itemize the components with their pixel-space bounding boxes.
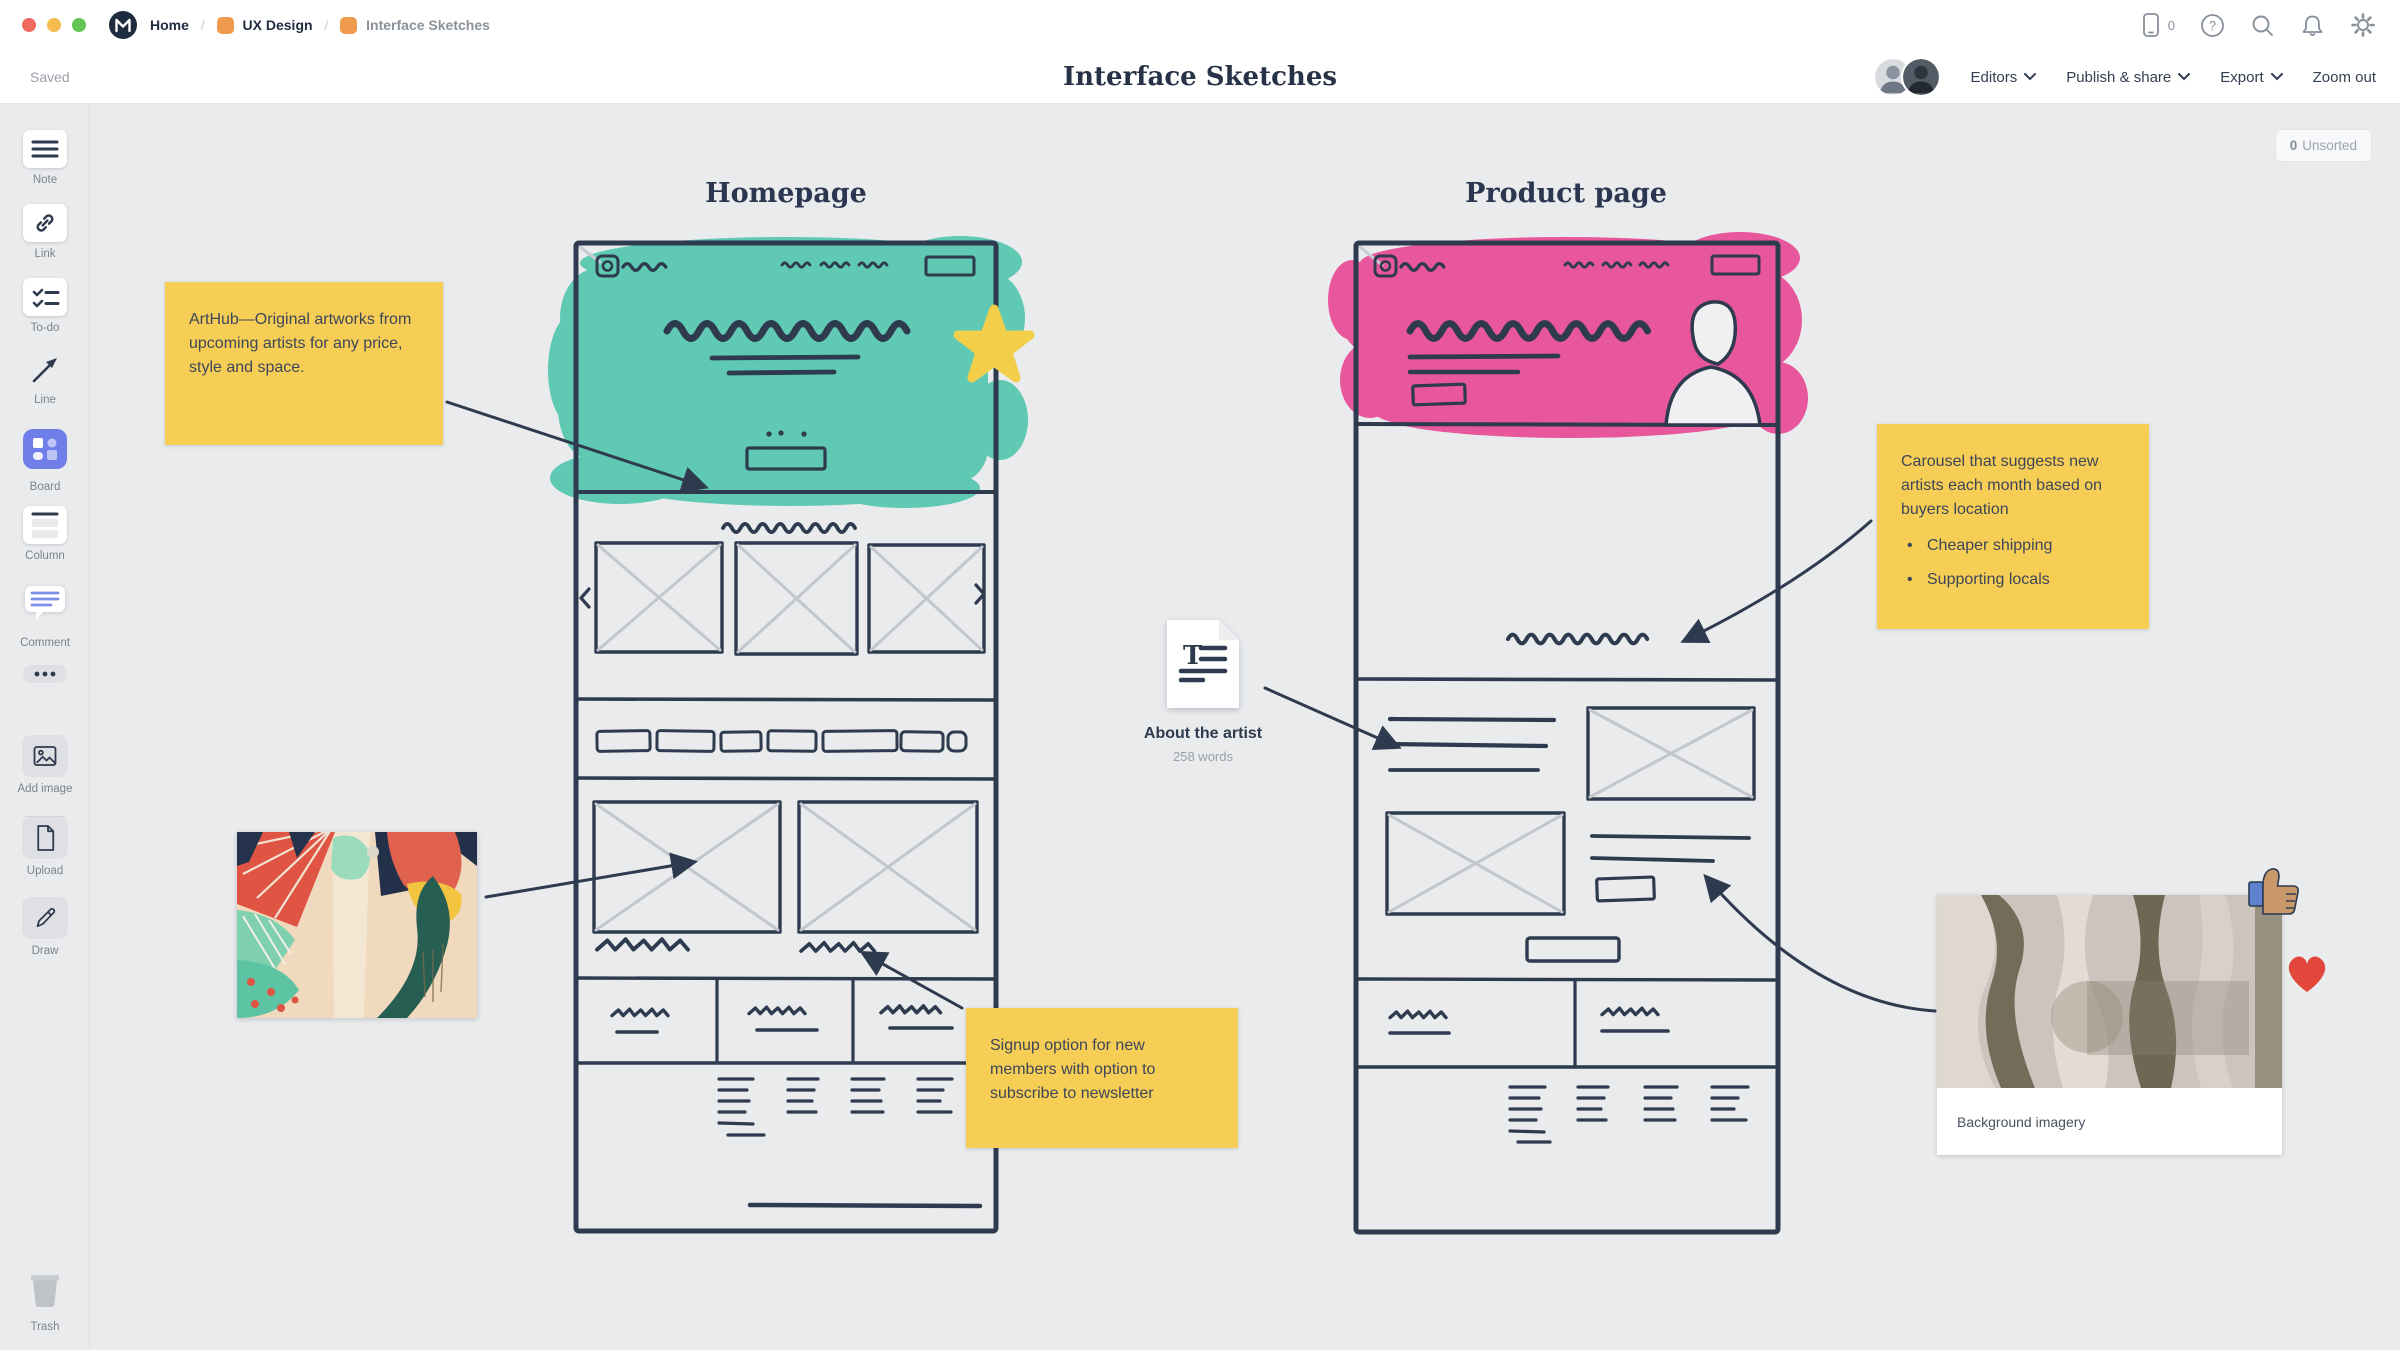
settings-button[interactable] bbox=[2350, 12, 2376, 38]
phone-icon bbox=[2142, 13, 2159, 37]
window-titlebar: Home / UX Design / Interface Sketches 0 bbox=[0, 0, 2400, 50]
breadcrumb-separator: / bbox=[200, 17, 205, 33]
search-button[interactable] bbox=[2250, 13, 2275, 38]
homepage-title[interactable]: Homepage bbox=[705, 178, 867, 209]
connector-arrows[interactable] bbox=[445, 400, 1937, 1013]
tool-comment[interactable]: Comment bbox=[0, 582, 90, 649]
save-status: Saved bbox=[30, 69, 70, 85]
breadcrumb-home[interactable]: Home bbox=[150, 17, 189, 33]
sticky-note-arthub[interactable]: ArtHub—Original artworks from upcoming a… bbox=[165, 282, 443, 445]
board-icon bbox=[22, 428, 68, 475]
search-icon bbox=[2252, 15, 2273, 36]
arrow-imagery-to-product bbox=[1703, 873, 1937, 1013]
person-silhouette-sketch bbox=[1664, 300, 1762, 427]
link-icon bbox=[23, 204, 67, 242]
bell-icon bbox=[2302, 15, 2323, 36]
tool-more[interactable] bbox=[0, 664, 90, 689]
document-icon: T bbox=[1167, 620, 1239, 708]
breadcrumb-separator: / bbox=[324, 17, 329, 33]
comment-icon bbox=[21, 582, 69, 631]
zoom-out-button[interactable]: Zoom out bbox=[2312, 68, 2376, 86]
tool-upload[interactable]: Upload bbox=[0, 817, 90, 877]
note-bullet: Cheaper shipping bbox=[1901, 534, 2125, 558]
todo-icon bbox=[23, 278, 67, 316]
sticky-note-carousel[interactable]: Carousel that suggests new artists each … bbox=[1877, 424, 2149, 629]
heart-icon bbox=[2288, 956, 2326, 992]
toolbar-divider bbox=[24, 816, 66, 817]
board-folder-icon bbox=[216, 16, 234, 34]
chevron-down-icon bbox=[2178, 73, 2191, 81]
pencil-icon bbox=[22, 897, 68, 939]
notifications-button[interactable] bbox=[2300, 13, 2325, 38]
line-arrow-icon bbox=[27, 350, 63, 388]
tool-todo[interactable]: To-do bbox=[0, 278, 90, 334]
board-header: Saved Interface Sketches Editors Pub bbox=[0, 50, 2400, 104]
tool-line[interactable]: Line bbox=[0, 350, 90, 406]
note-bullet-list: Cheaper shipping Supporting locals bbox=[1901, 534, 2125, 592]
product-wireframe[interactable] bbox=[1328, 232, 1808, 1235]
background-imagery-card[interactable]: Background imagery bbox=[1937, 895, 2282, 1155]
star-sticker[interactable] bbox=[953, 304, 1035, 383]
avatar bbox=[1900, 57, 1941, 97]
arrow-arthub-to-homepage bbox=[445, 400, 709, 493]
abstract-art-image[interactable] bbox=[236, 826, 477, 1018]
window-controls bbox=[22, 18, 86, 32]
help-button[interactable]: ? bbox=[2200, 13, 2225, 38]
tool-add-image[interactable]: Add image bbox=[0, 735, 90, 795]
thumbs-up-reaction[interactable] bbox=[2246, 864, 2302, 927]
editor-avatars[interactable] bbox=[1872, 57, 1941, 97]
add-image-icon bbox=[22, 735, 68, 777]
trash-icon bbox=[23, 1268, 67, 1315]
close-window-button[interactable] bbox=[22, 18, 36, 32]
minimize-window-button[interactable] bbox=[47, 18, 61, 32]
device-count: 0 bbox=[2167, 17, 2175, 33]
publish-share-dropdown[interactable]: Publish & share bbox=[2066, 69, 2191, 86]
more-dots-icon bbox=[22, 664, 68, 689]
svg-text:?: ? bbox=[2209, 19, 2216, 33]
milanote-logo-icon[interactable] bbox=[108, 10, 138, 40]
tools-sidebar: Note Link To-do Line bbox=[0, 104, 90, 1350]
arrow-doc-to-product bbox=[1263, 686, 1402, 751]
note-icon bbox=[23, 130, 67, 168]
document-card-about-artist[interactable]: T About the artist 258 words bbox=[1093, 618, 1313, 764]
tool-note[interactable]: Note bbox=[0, 130, 90, 186]
board-folder-icon bbox=[340, 16, 358, 34]
tool-board[interactable]: Board bbox=[0, 428, 90, 493]
arrow-carousel-to-product bbox=[1680, 519, 1873, 643]
thumbs-up-icon bbox=[2248, 868, 2299, 915]
arrow-signup-to-homepage bbox=[859, 951, 964, 1010]
maximize-window-button[interactable] bbox=[72, 18, 86, 32]
svg-text:T: T bbox=[1183, 641, 1203, 671]
note-bullet: Supporting locals bbox=[1901, 568, 2125, 592]
chevron-down-icon bbox=[2024, 73, 2037, 81]
mobile-devices-button[interactable]: 0 bbox=[2139, 12, 2175, 38]
help-icon: ? bbox=[2201, 13, 2224, 37]
homepage-wireframe[interactable] bbox=[548, 236, 1035, 1234]
sticky-note-signup[interactable]: Signup option for new members with optio… bbox=[966, 1008, 1238, 1148]
gear-icon bbox=[2351, 13, 2375, 37]
editors-dropdown[interactable]: Editors bbox=[1971, 69, 2037, 86]
tool-column[interactable]: Column bbox=[0, 506, 90, 562]
breadcrumb-interface-sketches[interactable]: Interface Sketches bbox=[340, 16, 490, 34]
arrow-image-to-homepage bbox=[484, 852, 698, 899]
image-caption: Background imagery bbox=[1937, 1088, 2282, 1155]
export-dropdown[interactable]: Export bbox=[2220, 69, 2283, 86]
upload-file-icon bbox=[22, 817, 68, 859]
page-title[interactable]: Interface Sketches bbox=[1062, 62, 1338, 92]
chevron-down-icon bbox=[2270, 73, 2283, 81]
column-icon bbox=[23, 506, 67, 544]
heart-reaction[interactable] bbox=[2282, 948, 2332, 1001]
background-imagery-image bbox=[1937, 895, 2282, 1088]
product-page-title[interactable]: Product page bbox=[1465, 178, 1667, 209]
tool-draw[interactable]: Draw bbox=[0, 897, 90, 957]
tool-trash[interactable]: Trash bbox=[0, 1268, 90, 1333]
breadcrumb-ux-design[interactable]: UX Design bbox=[216, 16, 313, 34]
tool-link[interactable]: Link bbox=[0, 204, 90, 260]
